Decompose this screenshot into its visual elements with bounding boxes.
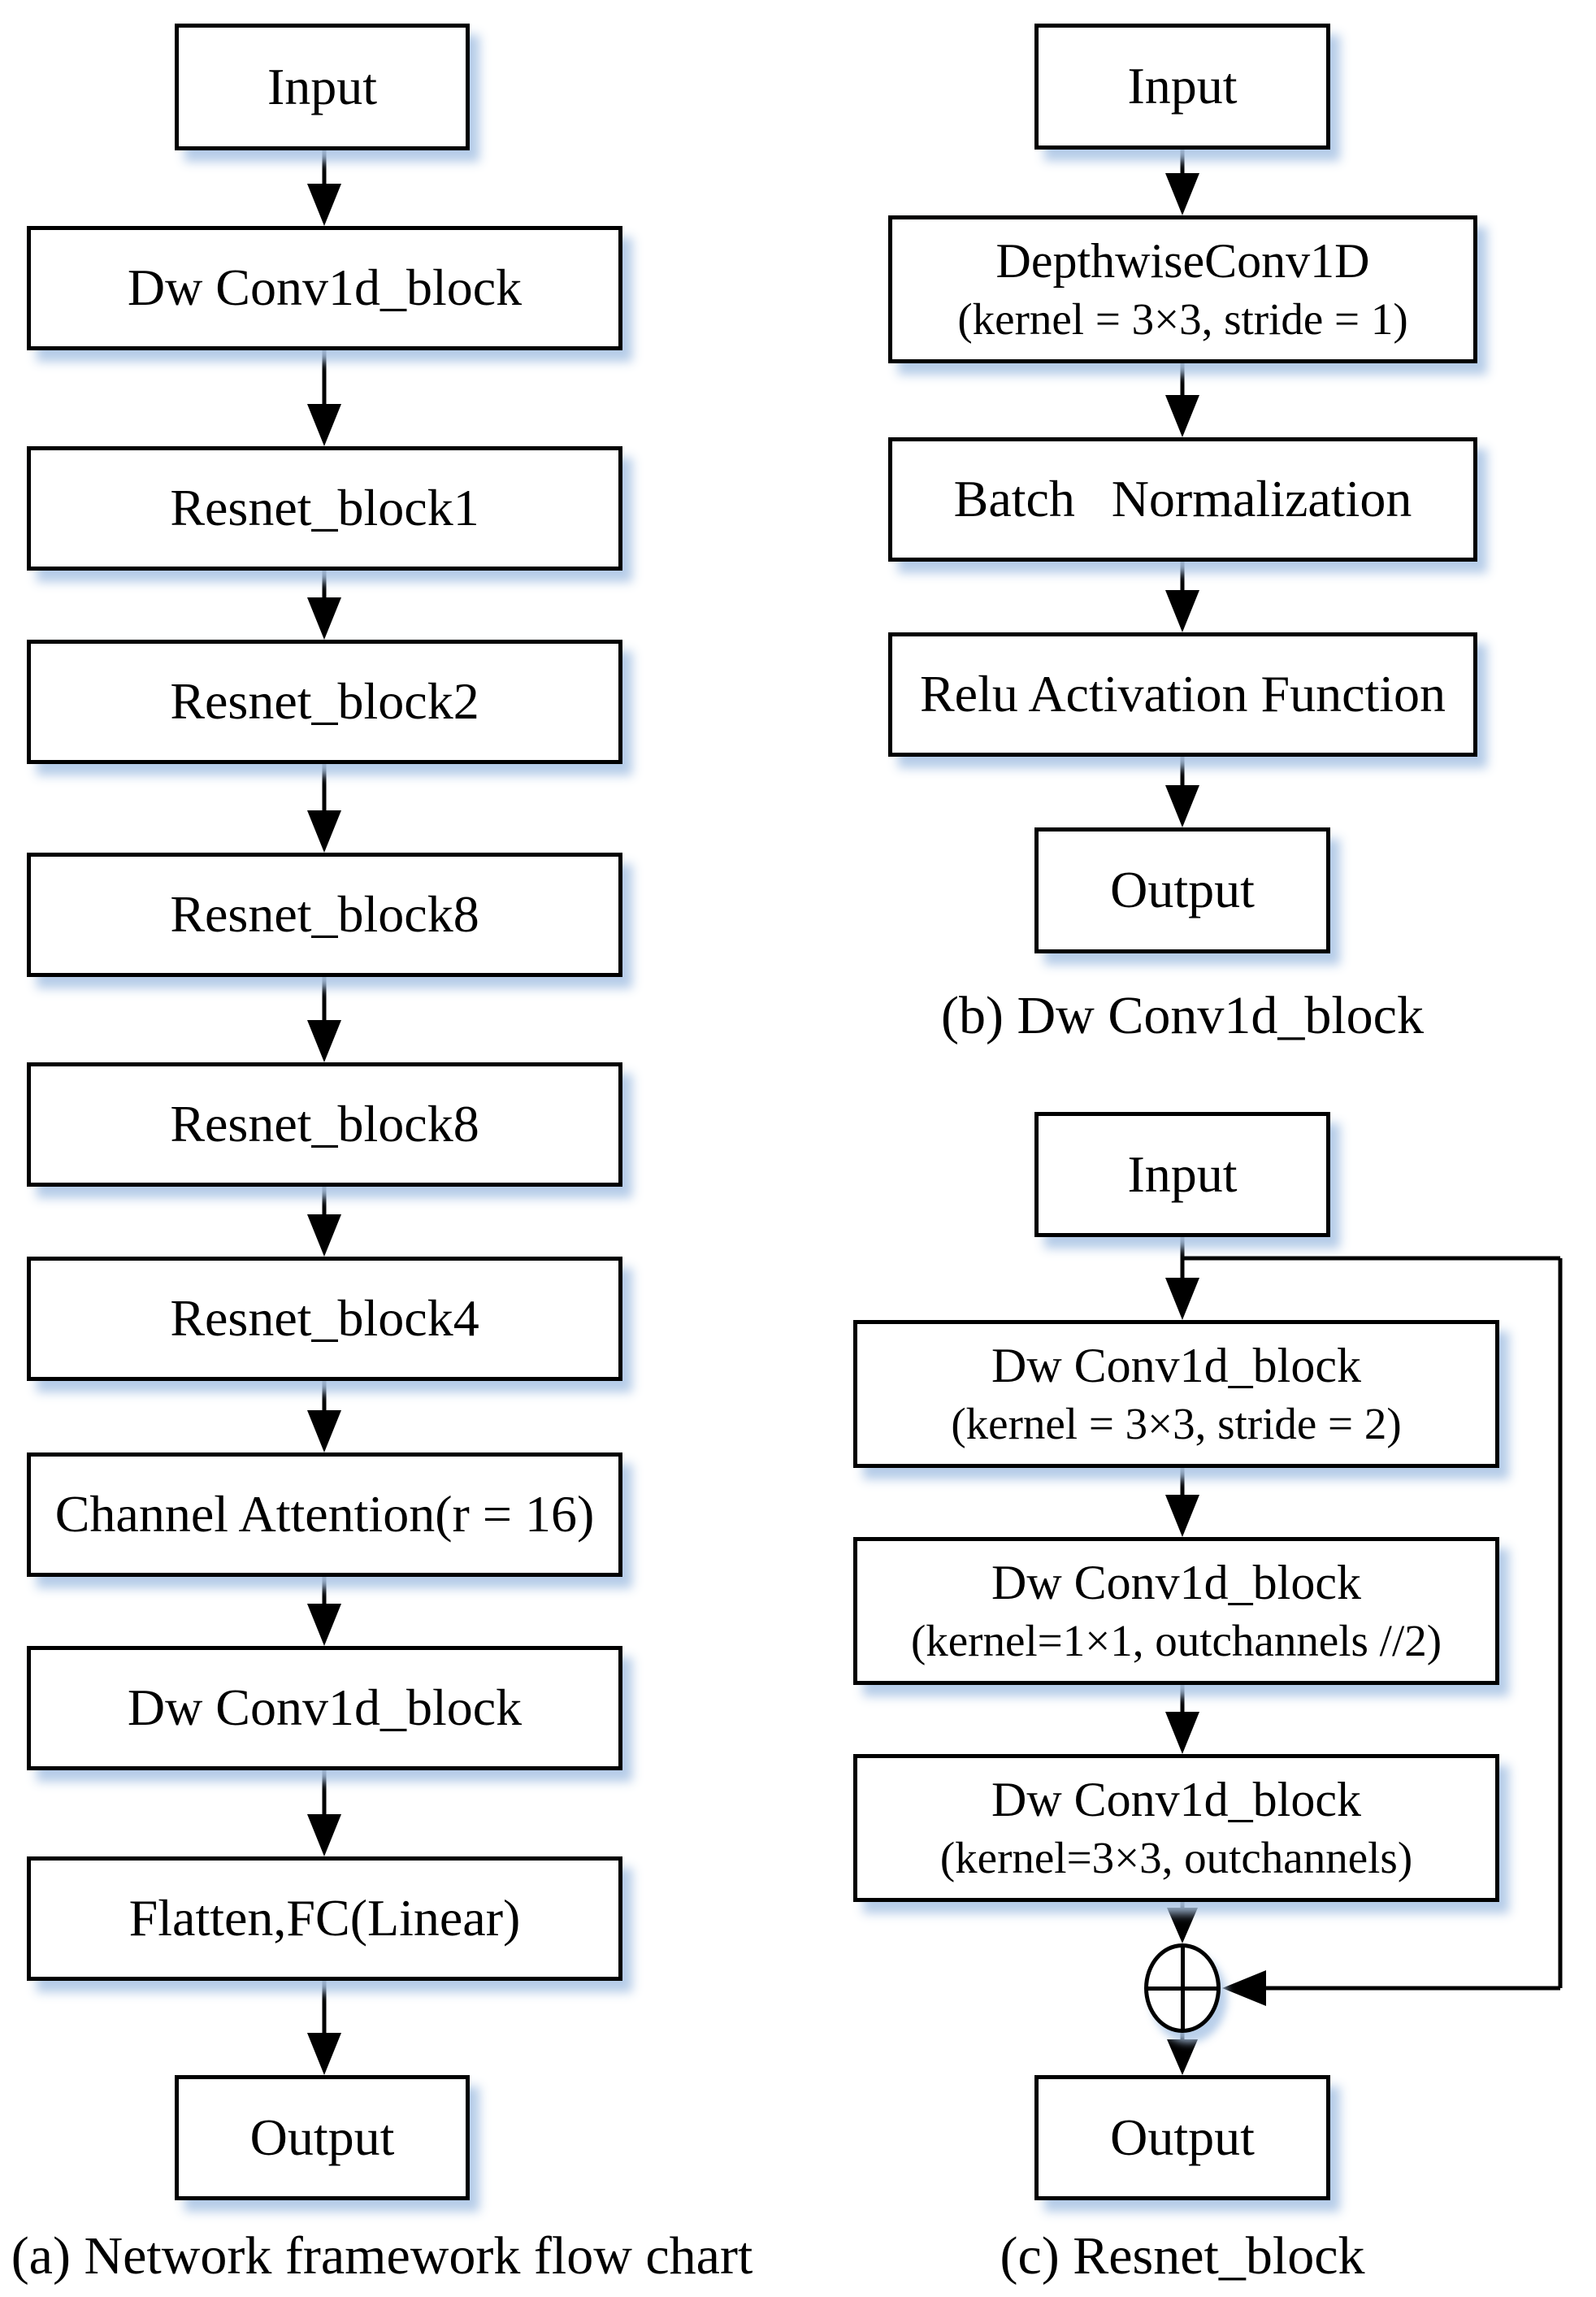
node-label: Dw Conv1d_block [127,1678,523,1737]
node-a-dwconv-bottom: Dw Conv1d_block [27,1646,622,1770]
node-label: Output [1110,2108,1255,2166]
node-a-resnet-block8-second: Resnet_block8 [27,1062,622,1187]
arrow-c-add-output [1167,2033,1198,2075]
arrow-b-input-depthwise [1165,150,1199,215]
node-label: Resnet_block2 [170,672,479,731]
node-c-dwconv-3x3: Dw Conv1d_block (kernel=3×3, outchannels… [853,1754,1499,1902]
node-a-resnet-block8-first: Resnet_block8 [27,853,622,977]
node-label-line1: Dw Conv1d_block [991,1339,1361,1393]
node-a-dwconv-top: Dw Conv1d_block [27,226,622,350]
node-label: Batch Normalization [953,470,1412,528]
arrow-a-resnet8b-resnet4 [307,1187,341,1257]
node-a-resnet-block4: Resnet_block4 [27,1257,622,1381]
arrow-c-dw1-dw2 [1165,1468,1199,1537]
node-label: Resnet_block1 [170,479,479,537]
arrow-a-resnet1-resnet2 [307,571,341,640]
node-label-line2: (kernel = 3×3, stride = 2) [951,1399,1402,1449]
caption-b: (b) Dw Conv1d_block [941,986,1424,1045]
skip-connection-line [1182,1256,1563,2006]
arrow-c-input-dw1 [1165,1237,1199,1320]
arrow-a-resnet4-attention [307,1381,341,1452]
node-b-depthwise-conv: DepthwiseConv1D (kernel = 3×3, stride = … [888,215,1477,363]
node-label: Output [249,2108,395,2166]
node-c-dwconv-1x1: Dw Conv1d_block (kernel=1×1, outchannels… [853,1537,1499,1685]
node-c-input: Input [1034,1112,1330,1237]
node-b-output: Output [1034,827,1330,953]
node-label: Relu Activation Function [919,665,1446,723]
arrow-a-attention-dwconv [307,1577,341,1646]
arrow-a-flatten-output [307,1981,341,2075]
arrow-b-batchnorm-relu [1165,562,1199,632]
caption-a: (a) Network framework flow chart [11,2226,753,2286]
node-a-channel-attention: Channel Attention(r = 16) [27,1452,622,1577]
arrow-a-dwconv-flatten [307,1770,341,1856]
node-a-input: Input [175,24,470,150]
arrow-b-relu-output [1165,757,1199,827]
arrow-a-dwconv-resnet1 [307,350,341,446]
plus-horizontal-bar [1148,1986,1217,1991]
arrow-c-dw2-dw3 [1165,1685,1199,1754]
arrow-c-dw3-add [1167,1902,1198,1943]
add-junction-circle-plus-icon [1144,1943,1221,2033]
node-label: Resnet_block8 [170,1095,479,1153]
node-label-line1: Dw Conv1d_block [991,1773,1361,1827]
arrow-a-input-dwconv [307,150,341,226]
caption-c: (c) Resnet_block [1000,2226,1365,2286]
node-label: Input [1127,57,1238,115]
node-a-output: Output [175,2075,470,2200]
node-label: Input [267,57,378,115]
arrow-a-resnet8a-resnet8b [307,977,341,1062]
node-a-resnet-block2: Resnet_block2 [27,640,622,764]
node-label: Output [1110,861,1255,919]
node-b-batch-normalization: Batch Normalization [888,437,1477,562]
node-c-dwconv-stride2: Dw Conv1d_block (kernel = 3×3, stride = … [853,1320,1499,1468]
node-label: Input [1127,1144,1238,1203]
node-label-line2: (kernel = 3×3, stride = 1) [957,294,1408,345]
node-a-flatten-fc: Flatten,FC(Linear) [27,1856,622,1981]
node-label: Channel Attention(r = 16) [54,1485,595,1544]
node-label: Resnet_block4 [170,1289,479,1348]
node-c-output: Output [1034,2075,1330,2200]
node-label: Flatten,FC(Linear) [128,1889,521,1947]
node-b-input: Input [1034,24,1330,150]
node-label: Dw Conv1d_block [127,258,523,317]
node-label-line2: (kernel=3×3, outchannels) [939,1833,1413,1883]
node-label-line1: DepthwiseConv1D [995,234,1370,289]
node-label: Resnet_block8 [170,885,479,944]
arrow-b-depthwise-batchnorm [1165,363,1199,437]
node-a-resnet-block1: Resnet_block1 [27,446,622,571]
arrow-a-resnet2-resnet8a [307,764,341,853]
node-label-line2: (kernel=1×1, outchannels //2) [910,1616,1442,1666]
node-label-line1: Dw Conv1d_block [991,1556,1361,1610]
node-b-relu-activation: Relu Activation Function [888,632,1477,757]
